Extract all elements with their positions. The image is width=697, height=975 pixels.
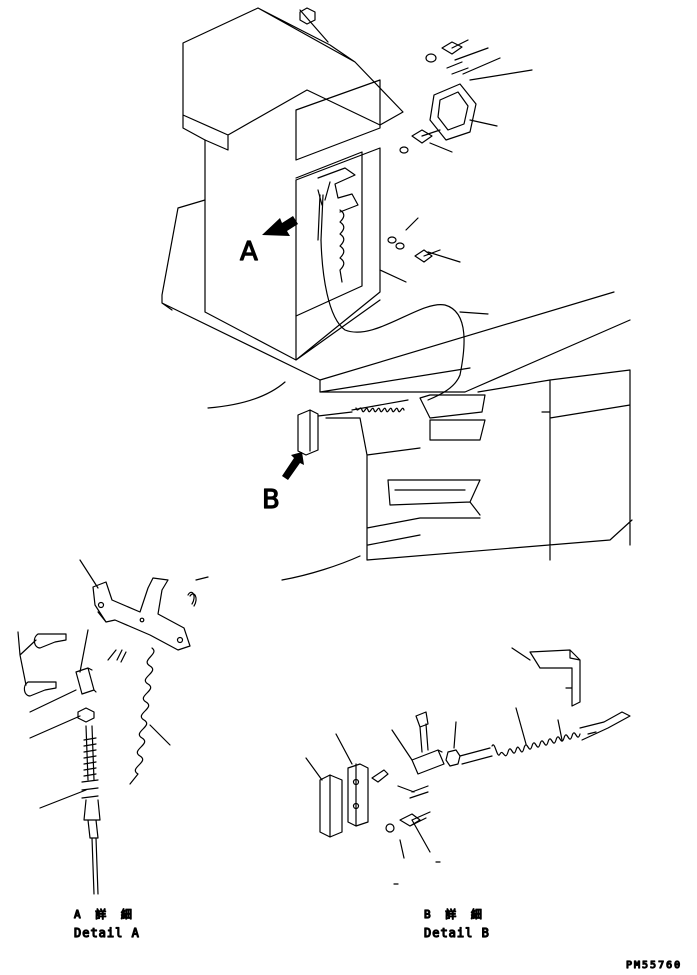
detail-b-washer — [385, 823, 395, 833]
detail-b-jp: B 詳 細 — [424, 907, 486, 921]
detail-a-jp: A 詳 細 — [74, 907, 136, 921]
callout-b-label: B — [262, 485, 280, 515]
detail-a-caption: Detail A — [74, 926, 140, 940]
console-hardware — [299, 7, 533, 315]
detail-b-clevis — [411, 749, 445, 775]
detail-b-plate — [347, 763, 369, 827]
detail-a-leaders — [17, 559, 209, 809]
base-plate-front-edge — [319, 319, 631, 393]
detail-a-bracket — [92, 577, 191, 651]
return-spring — [339, 209, 345, 283]
detail-b-bolt — [399, 811, 431, 827]
lower-bracket-block — [297, 409, 319, 456]
detail-b-small-pin — [409, 785, 429, 799]
console-cable — [320, 239, 465, 401]
detail-b-caption: Detail B — [424, 926, 490, 940]
detail-a-view: A 詳 細 Detail A — [17, 559, 209, 941]
detail-b-cable — [579, 711, 631, 741]
detail-a-cotter-pin-2 — [116, 649, 127, 663]
detail-a-bolt-2 — [23, 681, 57, 697]
frame-curves — [207, 381, 361, 581]
lower-spring — [355, 407, 405, 413]
detail-b-view: B 詳 細 Detail B — [305, 647, 631, 941]
console-top — [182, 7, 404, 151]
detail-b-leaders — [305, 647, 563, 885]
base-plate — [161, 199, 615, 381]
detail-a-bolt-1 — [33, 633, 67, 649]
detail-a-nut — [77, 707, 95, 723]
detail-a-spring — [129, 647, 155, 785]
detail-b-nut — [445, 749, 461, 767]
lever-rod — [317, 194, 324, 241]
lower-cable — [317, 399, 409, 417]
detail-b-rod — [459, 747, 493, 765]
detail-a-threads — [81, 737, 99, 799]
detail-b-angle-bracket — [529, 649, 581, 707]
detail-b-pin — [415, 711, 429, 753]
detail-a-cotter-pin — [187, 591, 197, 607]
lever-bracket — [317, 167, 359, 213]
main-assembly-view: A B — [161, 7, 633, 581]
console-body — [204, 139, 381, 361]
arrow-a — [262, 216, 298, 236]
detail-a-cable-end — [83, 799, 101, 895]
detail-a-clevis — [75, 667, 97, 695]
detail-b-clip — [371, 769, 389, 783]
detail-b-block — [319, 774, 343, 838]
detail-a-rod — [85, 725, 95, 781]
arrow-b — [282, 452, 304, 480]
drawing-number: PM55760 — [626, 960, 682, 971]
detail-b-spring — [491, 732, 581, 757]
lower-frame — [325, 369, 633, 561]
callout-a-label: A — [240, 237, 258, 267]
